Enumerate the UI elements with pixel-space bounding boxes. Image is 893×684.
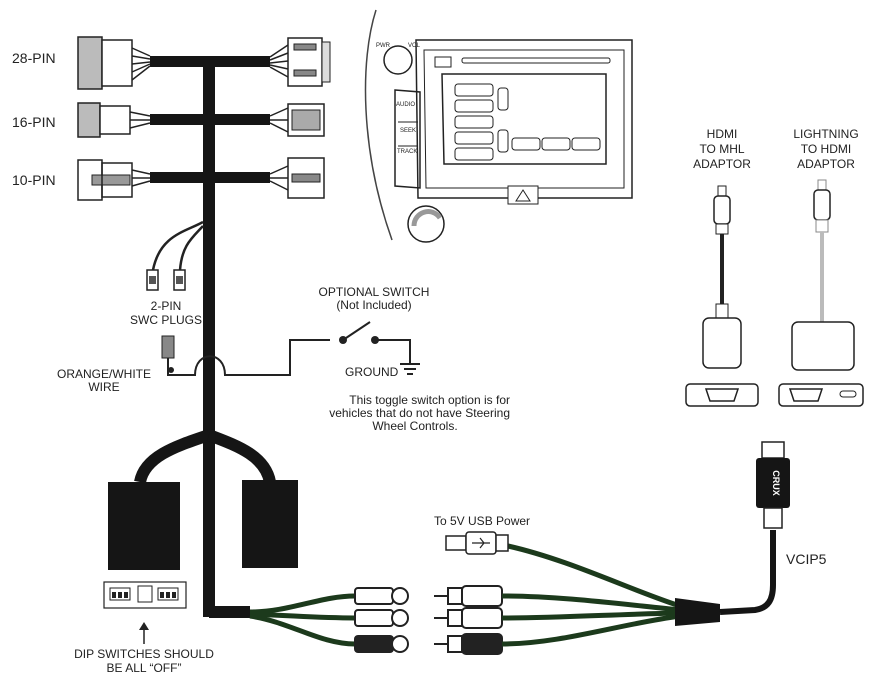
connector-28pin-left <box>77 36 151 90</box>
radio-head-unit <box>364 9 633 243</box>
orange-wire-label-line1: ORANGE/WHITE <box>56 367 152 381</box>
harness-bar-28pin <box>150 56 270 67</box>
connector-10pin-left <box>77 159 151 201</box>
volume-knob <box>383 45 413 75</box>
product-label: VCIP5 <box>786 551 827 567</box>
rca-female-2 <box>354 609 409 627</box>
harness-bar-16pin <box>150 114 270 125</box>
track-button-label: TRACK <box>397 149 418 155</box>
switch-label-line1: OPTIONAL SWITCH <box>318 285 430 299</box>
hdmi-plug-brand: CRUX <box>771 470 781 496</box>
connector-28pin-right <box>269 37 331 87</box>
lightning-label-line2: TO HDMI <box>800 142 852 156</box>
orange-wire-label-line2: WIRE <box>88 380 120 394</box>
dip-switches <box>103 581 187 609</box>
rca-cable-3 <box>249 613 356 647</box>
switch-label-line2: (Not Included) <box>336 298 412 312</box>
rca-male-1 <box>434 585 503 607</box>
mhl-label-line2: TO MHL <box>699 142 745 156</box>
seek-button-label: SEEK <box>400 128 417 134</box>
ground-label: GROUND <box>345 365 399 379</box>
hdmi-cable <box>719 530 776 615</box>
orange-white-wire <box>167 339 330 376</box>
hdmi-plug <box>756 441 790 529</box>
swc-wire-1 <box>151 220 204 271</box>
label-28pin: 28-PIN <box>12 50 56 66</box>
hazard-icon <box>515 189 531 202</box>
orange-white-connector <box>161 335 175 359</box>
connector-10pin-right <box>269 157 325 199</box>
button-column <box>394 89 421 189</box>
usb-cable <box>507 543 681 609</box>
cable-junction <box>675 598 720 626</box>
hdmi-to-mhl-adaptor <box>685 185 759 407</box>
rca-female-1 <box>354 587 409 605</box>
up-arrow-icon <box>139 622 149 630</box>
mhl-label-line3: ADAPTOR <box>693 157 751 171</box>
dip-label-line1: DIP SWITCHES SHOULD <box>74 647 214 661</box>
lightning-to-hdmi-adaptor <box>778 179 864 407</box>
swc-label-line1: 2-PIN <box>150 299 182 313</box>
label-10pin: 10-PIN <box>12 172 56 188</box>
usb-power-label: To 5V USB Power <box>434 514 531 528</box>
connector-16pin-right <box>269 103 325 137</box>
lightning-label-line1: LIGHTNING <box>793 127 859 141</box>
main-harness-trunk <box>203 62 215 617</box>
swc-label-line2: SWC PLUGS <box>129 313 203 327</box>
connector-16pin-left <box>77 102 151 138</box>
vol-label: VOL <box>408 43 421 49</box>
harness-bar-10pin <box>150 172 270 183</box>
audio-button-label: AUDIO <box>396 102 416 108</box>
usb-plug <box>445 531 509 555</box>
pwr-label: PWR <box>376 43 390 49</box>
label-16pin: 16-PIN <box>12 114 56 130</box>
rca-male-2 <box>434 607 503 629</box>
rca-cable-2 <box>249 611 356 621</box>
interface-box-right <box>242 480 298 568</box>
interface-box-left <box>108 482 180 570</box>
note-line2: vehicles that do not have Steering <box>329 406 510 420</box>
mhl-label-line1: HDMI <box>706 127 738 141</box>
dip-label-line2: BE ALL “OFF” <box>106 661 182 675</box>
note-line3: Wheel Controls. <box>372 419 458 433</box>
lightning-label-line3: ADAPTOR <box>797 157 855 171</box>
rca-female-3 <box>354 635 409 653</box>
rca-male-3 <box>434 633 503 655</box>
rca-cable-1 <box>249 593 356 615</box>
swc-wire-2 <box>178 225 204 271</box>
note-line1: This toggle switch option is for <box>349 393 510 407</box>
optional-switch <box>339 321 420 375</box>
